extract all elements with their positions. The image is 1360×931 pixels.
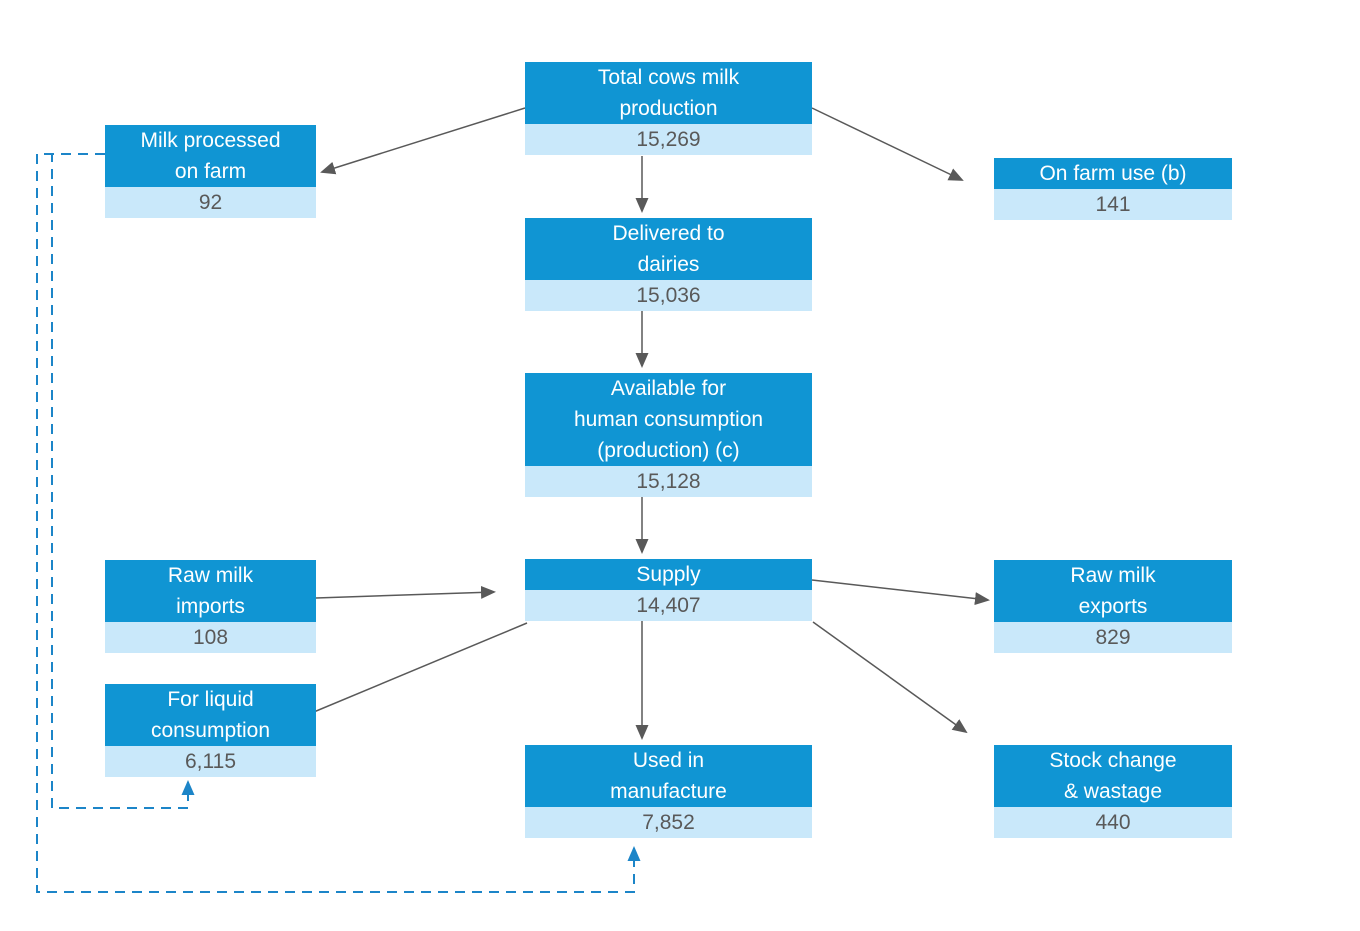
node-used-in-manufacture-value: 7,852 bbox=[525, 807, 812, 838]
node-stock-change-wastage-value: 440 bbox=[994, 807, 1232, 838]
node-on-farm-use: On farm use (b) 141 bbox=[994, 158, 1232, 220]
node-raw-milk-imports: Raw milk imports 108 bbox=[105, 560, 316, 653]
node-for-liquid-consumption-label: For liquid consumption bbox=[105, 684, 316, 746]
node-milk-processed-on-farm: Milk processed on farm 92 bbox=[105, 125, 316, 218]
node-on-farm-use-label: On farm use (b) bbox=[994, 158, 1232, 189]
node-milk-processed-on-farm-label: Milk processed on farm bbox=[105, 125, 316, 187]
node-supply-value: 14,407 bbox=[525, 590, 812, 621]
node-available-for-human-consumption-label: Available for human consumption (product… bbox=[525, 373, 812, 466]
node-stock-change-wastage: Stock change & wastage 440 bbox=[994, 745, 1232, 838]
node-delivered-to-dairies-value: 15,036 bbox=[525, 280, 812, 311]
node-supply: Supply 14,407 bbox=[525, 559, 812, 621]
node-delivered-to-dairies: Delivered to dairies 15,036 bbox=[525, 218, 812, 311]
arrow-supply-to-exports bbox=[811, 579, 990, 605]
arrow-total-to-onfarmuse bbox=[811, 107, 964, 181]
node-total-production-value: 15,269 bbox=[525, 124, 812, 155]
node-for-liquid-consumption: For liquid consumption 6,115 bbox=[105, 684, 316, 777]
arrow-imports-to-supply bbox=[315, 585, 496, 599]
node-raw-milk-exports: Raw milk exports 829 bbox=[994, 560, 1232, 653]
node-available-for-human-consumption-value: 15,128 bbox=[525, 466, 812, 497]
node-on-farm-use-value: 141 bbox=[994, 189, 1232, 220]
node-stock-change-wastage-label: Stock change & wastage bbox=[994, 745, 1232, 807]
node-supply-label: Supply bbox=[525, 559, 812, 590]
node-available-for-human-consumption: Available for human consumption (product… bbox=[525, 373, 812, 497]
arrow-total-to-processed bbox=[320, 107, 526, 175]
node-delivered-to-dairies-label: Delivered to dairies bbox=[525, 218, 812, 280]
node-total-production: Total cows milk production 15,269 bbox=[525, 62, 812, 155]
node-total-production-label: Total cows milk production bbox=[525, 62, 812, 124]
node-used-in-manufacture: Used in manufacture 7,852 bbox=[525, 745, 812, 838]
arrow-supply-to-liquid bbox=[295, 622, 528, 720]
node-raw-milk-imports-label: Raw milk imports bbox=[105, 560, 316, 622]
node-raw-milk-exports-value: 829 bbox=[994, 622, 1232, 653]
node-milk-processed-on-farm-value: 92 bbox=[105, 187, 316, 218]
node-for-liquid-consumption-value: 6,115 bbox=[105, 746, 316, 777]
node-raw-milk-exports-label: Raw milk exports bbox=[994, 560, 1232, 622]
node-used-in-manufacture-label: Used in manufacture bbox=[525, 745, 812, 807]
arrow-supply-to-stock bbox=[812, 621, 968, 734]
node-raw-milk-imports-value: 108 bbox=[105, 622, 316, 653]
